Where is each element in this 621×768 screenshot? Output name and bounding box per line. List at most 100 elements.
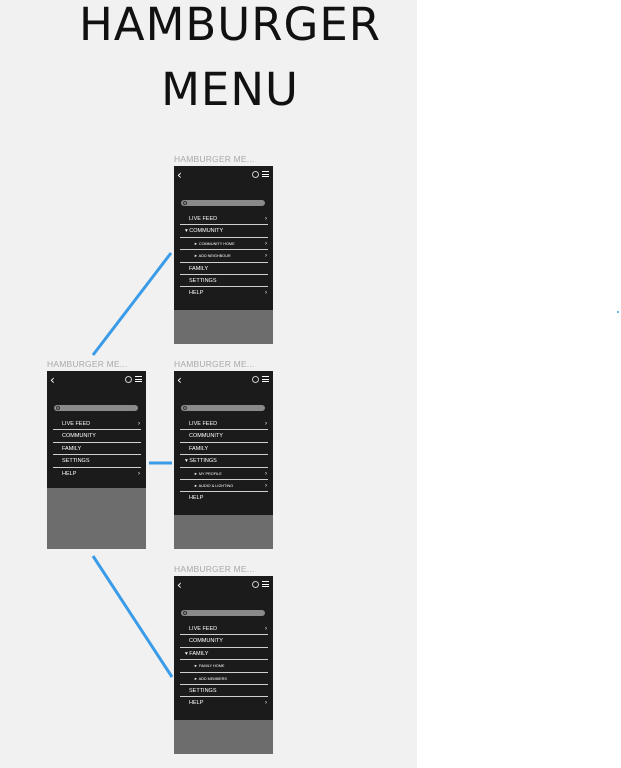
menu-item-label: FAMILY bbox=[62, 445, 82, 452]
menu-item-label: LIVE FEED bbox=[189, 626, 218, 632]
search-bar[interactable] bbox=[181, 200, 265, 206]
back-icon[interactable]: ‹ bbox=[177, 168, 182, 182]
expanded-caret-icon: ▾ bbox=[185, 458, 190, 465]
menu-item-label: FAMILY bbox=[189, 445, 209, 452]
menu-item-settings[interactable]: SETTINGS bbox=[180, 275, 268, 288]
menu-item-live-feed[interactable]: LIVE FEED › bbox=[180, 623, 268, 636]
menu-item-settings[interactable]: SETTINGS bbox=[53, 455, 141, 468]
chevron-right-icon: › bbox=[138, 470, 140, 477]
chevron-right-icon: › bbox=[265, 253, 267, 260]
hamburger-icon[interactable] bbox=[262, 581, 269, 587]
info-icon[interactable] bbox=[252, 376, 259, 383]
info-icon[interactable] bbox=[252, 581, 259, 588]
menu-item-label: COMMUNITY bbox=[62, 433, 96, 440]
phone-screen: ‹ LIVE FEED› COMMUNITY FAMILY SETTINGS HELP › bbox=[47, 371, 146, 549]
back-icon[interactable]: ‹ bbox=[50, 373, 55, 387]
menu-item-community[interactable]: ▾ COMMUNITY bbox=[180, 225, 268, 238]
menu-item-label: ADD NEIGHBOUR bbox=[198, 254, 231, 259]
menu-list: LIVE FEED› COMMUNITY FAMILY SETTINGS HELP › bbox=[53, 418, 141, 480]
phone-screen: ‹ LIVE FEED › ▾ COMMUNITY► COMMUNITY HOME›… bbox=[174, 166, 273, 344]
menu-item-label: LIVE FEED bbox=[189, 216, 218, 222]
menu-item-family[interactable]: ▾ FAMILY bbox=[180, 648, 268, 661]
menu-item-label: SETTINGS bbox=[189, 687, 217, 694]
expanded-caret-icon: ▾ bbox=[185, 228, 190, 235]
menu-item-family[interactable]: FAMILY bbox=[53, 443, 141, 456]
menu-list: LIVE FEED›▾ COMMUNITY► COMMUNITY HOME›► … bbox=[180, 213, 268, 300]
search-icon bbox=[183, 406, 187, 410]
menu-item-family-home[interactable]: ► FAMILY HOME bbox=[180, 660, 268, 673]
menu-item-help[interactable]: HELP › bbox=[53, 468, 141, 480]
menu-item-label: HELP bbox=[62, 470, 77, 477]
menu-item-help[interactable]: HELP › bbox=[180, 287, 268, 299]
title-line-2: MENU bbox=[161, 63, 299, 116]
search-bar[interactable] bbox=[181, 610, 265, 616]
stray-dot bbox=[617, 311, 619, 313]
menu-item-label: SETTINGS bbox=[62, 458, 90, 465]
phone-screen: ‹ LIVE FEED›COMMUNITY▾ FAMILY► FAMILY HO… bbox=[174, 576, 273, 754]
artboard-label: HAMBURGER ME... bbox=[174, 564, 255, 574]
search-bar[interactable] bbox=[54, 405, 138, 411]
menu-item-community-home[interactable]: ► COMMUNITY HOME› bbox=[180, 238, 268, 251]
menu-item-settings[interactable]: SETTINGS bbox=[180, 685, 268, 698]
menu-item-label: HELP bbox=[189, 290, 204, 297]
expanded-caret-icon: ▾ bbox=[185, 650, 190, 657]
menu-item-live-feed[interactable]: LIVE FEED› bbox=[180, 418, 268, 431]
menu-item-help[interactable]: HELP bbox=[180, 492, 268, 504]
bullet-icon: ► bbox=[194, 664, 199, 669]
bullet-icon: ► bbox=[194, 676, 199, 681]
chevron-right-icon: › bbox=[265, 700, 267, 707]
search-icon bbox=[56, 406, 60, 410]
hamburger-icon[interactable] bbox=[262, 171, 269, 177]
page-title: HAMBURGER MENU bbox=[0, 0, 460, 122]
back-icon[interactable]: ‹ bbox=[177, 373, 182, 387]
bullet-icon: ► bbox=[194, 241, 199, 246]
hamburger-icon[interactable] bbox=[262, 376, 269, 382]
menu-item-label: ADD MEMBERS bbox=[198, 676, 227, 681]
info-icon[interactable] bbox=[125, 376, 132, 383]
menu-item-audio-lighting[interactable]: ► AUDIO & LIGHTING› bbox=[180, 480, 268, 493]
menu-item-add-members[interactable]: ► ADD MEMBERS bbox=[180, 673, 268, 685]
menu-item-label: COMMUNITY bbox=[189, 638, 223, 645]
bullet-icon: ► bbox=[194, 483, 199, 488]
top-bar: ‹ bbox=[174, 576, 273, 596]
artboard-label: HAMBURGER ME... bbox=[47, 359, 128, 369]
top-bar: ‹ bbox=[47, 371, 146, 391]
content-area bbox=[174, 310, 273, 344]
content-area bbox=[47, 488, 146, 549]
menu-item-family[interactable]: FAMILY bbox=[180, 443, 268, 456]
info-icon[interactable] bbox=[252, 171, 259, 178]
bullet-icon: ► bbox=[194, 471, 199, 476]
menu-item-label: FAMILY bbox=[189, 265, 209, 272]
menu-item-my-profile[interactable]: ► MY PROFILE› bbox=[180, 468, 268, 480]
menu-item-community[interactable]: COMMUNITY bbox=[180, 635, 268, 648]
menu-item-live-feed[interactable]: LIVE FEED› bbox=[53, 418, 141, 431]
menu-item-community[interactable]: COMMUNITY bbox=[53, 430, 141, 443]
search-bar[interactable] bbox=[181, 405, 265, 411]
menu-item-label: HELP bbox=[189, 495, 204, 502]
back-icon[interactable]: ‹ bbox=[177, 578, 182, 592]
menu-item-label: SETTINGS bbox=[189, 458, 217, 465]
menu-item-label: FAMILY bbox=[189, 650, 209, 657]
chevron-right-icon: › bbox=[265, 626, 267, 632]
artboard-label: HAMBURGER ME... bbox=[174, 359, 255, 369]
menu-list: LIVE FEED›COMMUNITY▾ FAMILY► FAMILY HOME… bbox=[180, 623, 268, 710]
menu-item-help[interactable]: HELP › bbox=[180, 697, 268, 709]
chevron-right-icon: › bbox=[265, 216, 267, 222]
menu-item-add-neighbour[interactable]: ► ADD NEIGHBOUR› bbox=[180, 250, 268, 263]
menu-item-label: LIVE FEED bbox=[62, 421, 91, 427]
chevron-right-icon: › bbox=[265, 290, 267, 297]
menu-item-label: SETTINGS bbox=[189, 277, 217, 284]
menu-item-live-feed[interactable]: LIVE FEED › bbox=[180, 213, 268, 226]
menu-item-label: HELP bbox=[189, 700, 204, 707]
menu-item-community[interactable]: COMMUNITY bbox=[180, 430, 268, 443]
content-area bbox=[174, 515, 273, 549]
menu-item-family[interactable]: FAMILY bbox=[180, 263, 268, 275]
chevron-right-icon: › bbox=[265, 421, 267, 427]
menu-item-label: MY PROFILE bbox=[198, 471, 222, 476]
top-bar: ‹ bbox=[174, 371, 273, 391]
hamburger-icon[interactable] bbox=[135, 376, 142, 382]
menu-item-settings[interactable]: ▾ SETTINGS bbox=[180, 455, 268, 468]
artboard-label: HAMBURGER ME... bbox=[174, 154, 255, 164]
